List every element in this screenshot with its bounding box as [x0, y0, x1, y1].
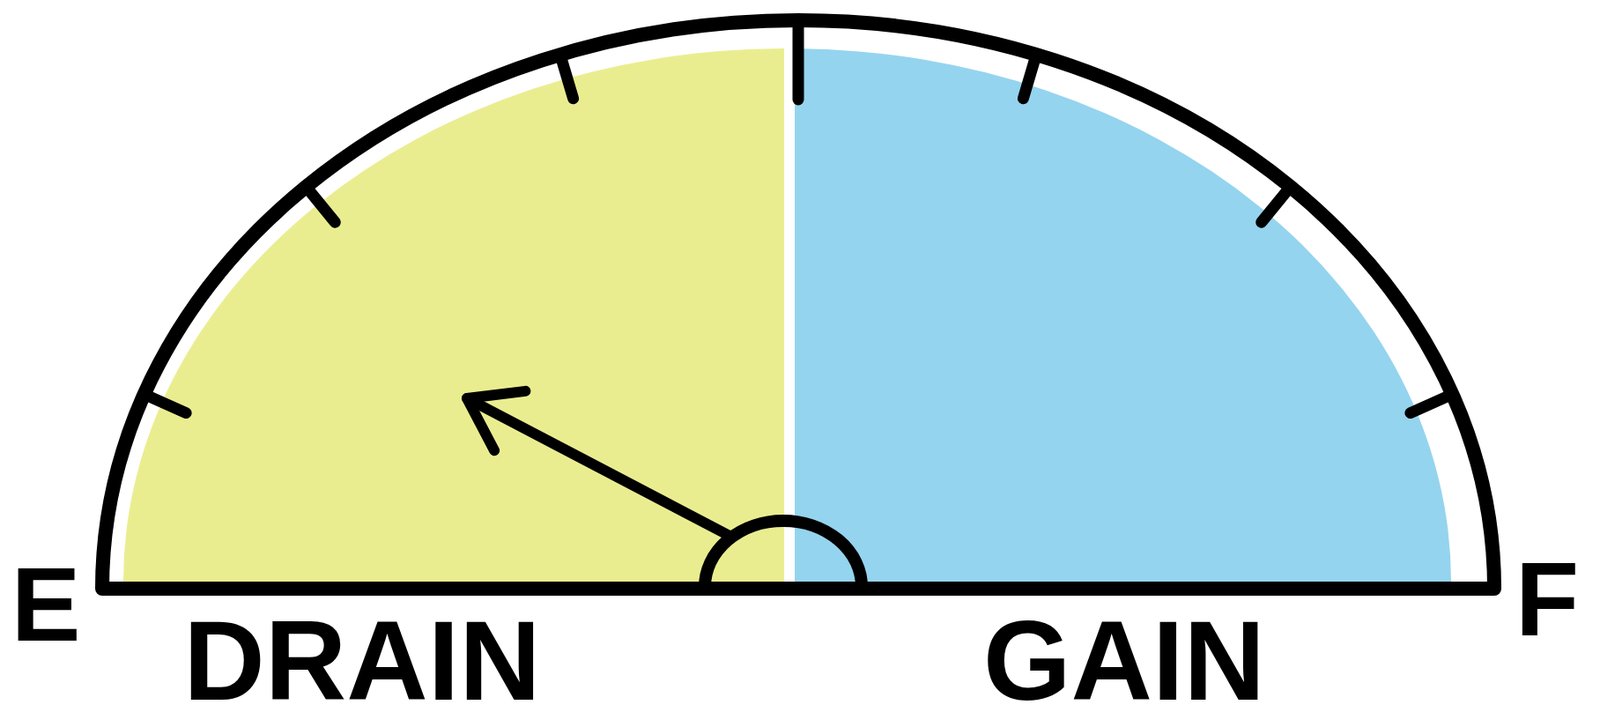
tick-mark	[144, 393, 186, 413]
needle-head	[466, 391, 526, 451]
tick-mark	[1022, 54, 1037, 99]
drain-fill	[123, 48, 785, 582]
needle	[466, 398, 730, 536]
gauge-outline	[102, 20, 1495, 589]
gauge-label: GAIN	[983, 604, 1266, 718]
gauge-label: E	[11, 552, 82, 657]
tick-mark	[792, 20, 805, 100]
tick-mark	[1410, 393, 1452, 413]
tick-mark	[1261, 186, 1291, 223]
tick-mark	[560, 54, 574, 99]
gain-fill	[794, 48, 1452, 582]
gauge-label: F	[1515, 547, 1579, 652]
needle-hub	[704, 520, 862, 587]
gauge-label: DRAIN	[183, 604, 541, 718]
tick-mark	[305, 186, 335, 223]
